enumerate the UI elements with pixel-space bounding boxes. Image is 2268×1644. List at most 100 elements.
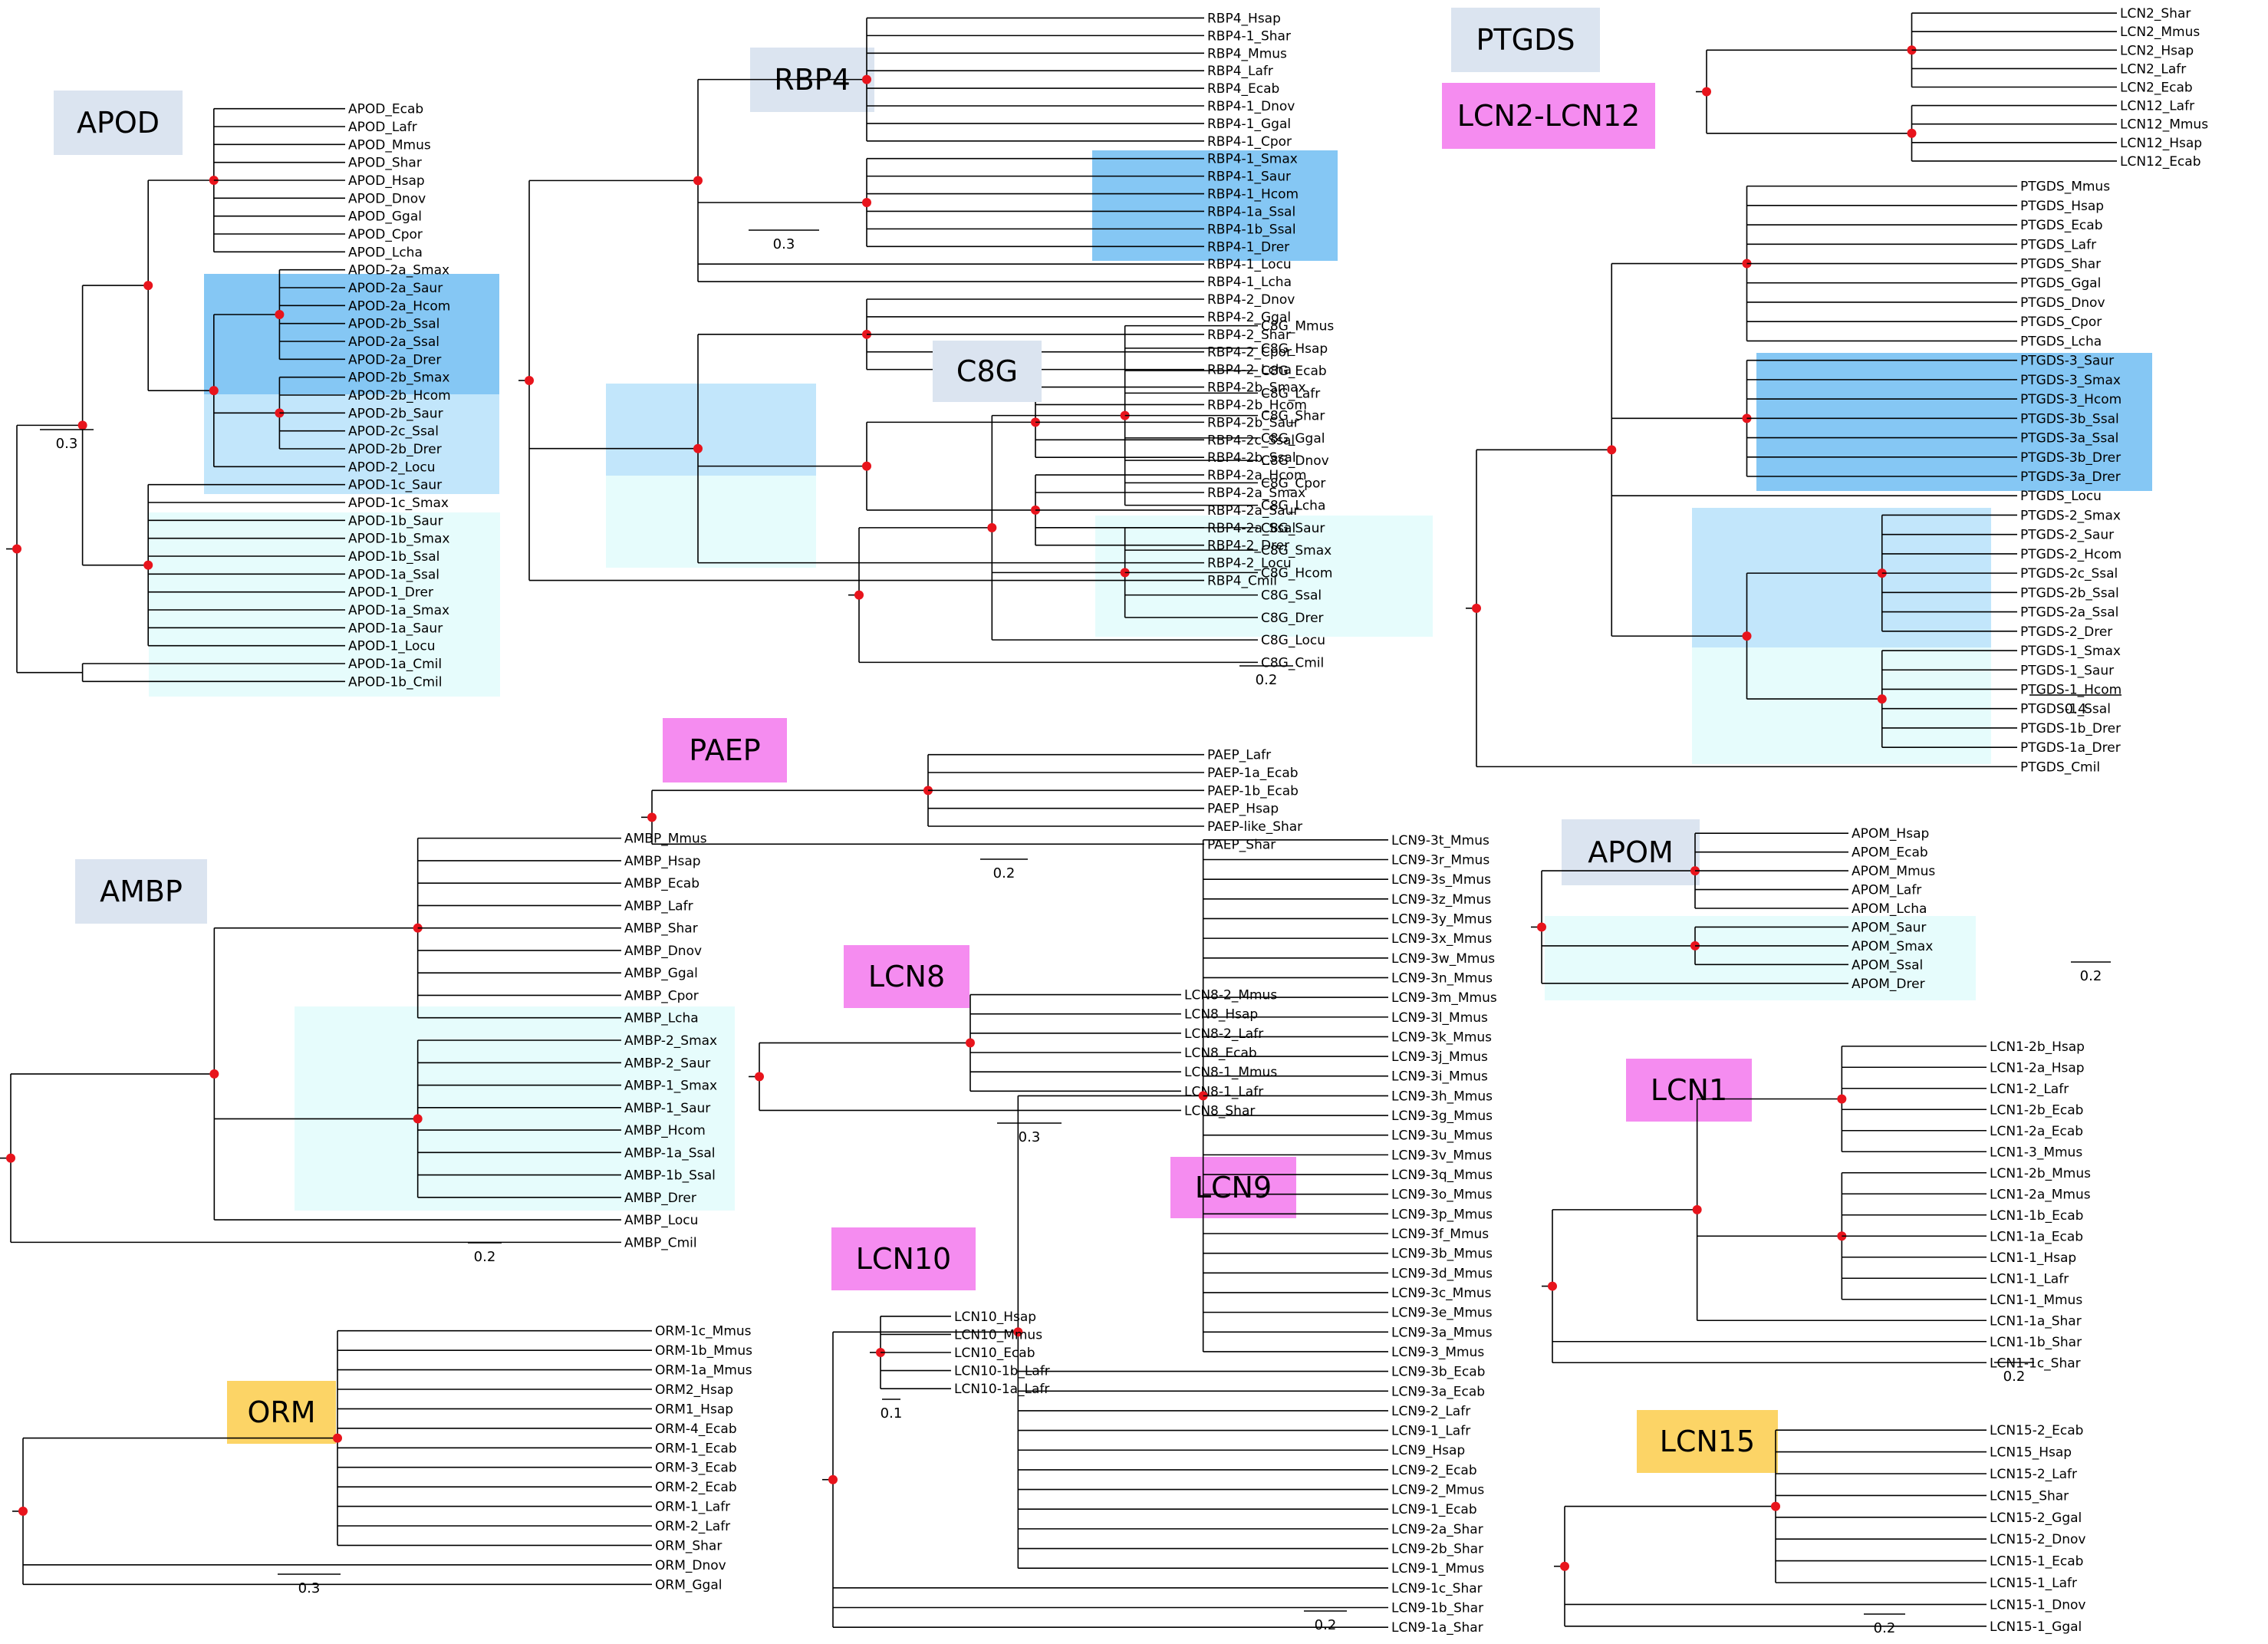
tree-c8g: C8GC8G_MmusC8G_HsapC8G_EcabC8G_LafrC8G_S… [848, 319, 1334, 688]
leaf-label: PTGDS-2_Smax [2020, 508, 2121, 523]
leaf-label: LCN1-2b_Ecab [1990, 1102, 2083, 1118]
leaf-label: PTGDS-2a_Ssal [2020, 605, 2118, 621]
leaf-label: APOD-1b_Smax [348, 532, 449, 547]
leaf-label: LCN1-2b_Mmus [1990, 1166, 2091, 1181]
leaf-label: PTGDS-3_Hcom [2020, 392, 2122, 407]
leaf-label: APOD-2_Locu [348, 460, 436, 475]
leaf-label: PTGDS-3b_Drer [2020, 450, 2121, 466]
leaf-label: LCN1-1c_Shar [1990, 1356, 2081, 1371]
support-node-dot [647, 812, 657, 822]
leaf-label: LCN15-2_Lafr [1990, 1467, 2077, 1482]
leaf-label: LCN9-3_Mmus [1391, 1345, 1484, 1360]
support-node-dot [828, 1474, 838, 1484]
support-node-dot [18, 1506, 28, 1516]
tree-lcn8: LCN8LCN8-2_MmusLCN8_HsapLCN8-2_LafrLCN8_… [749, 945, 1277, 1145]
leaf-label: LCN2_Hsap [2120, 43, 2194, 58]
scale-label-lcn8: 0.3 [1019, 1129, 1041, 1145]
leaf-label: PTGDS-2_Hcom [2020, 547, 2122, 562]
leaf-label: LCN8_Shar [1184, 1103, 1255, 1119]
leaf-label: C8G_Locu [1261, 633, 1325, 648]
title-box-orm [227, 1381, 336, 1444]
leaf-label: RBP4-2c_Ssal [1207, 433, 1295, 448]
leaf-label: ORM_Ggal [655, 1577, 722, 1593]
leaf-label: PTGDS_Cmil [2020, 759, 2100, 775]
leaf-label: C8G_Cmil [1261, 655, 1324, 670]
leaf-label: RBP4_Hsap [1207, 11, 1281, 26]
leaf-label: PTGDS-3a_Drer [2020, 469, 2121, 485]
leaf-label: PTGDS-1_Smax [2020, 644, 2121, 659]
leaf-label: LCN1-2a_Ecab [1990, 1124, 2083, 1139]
title-box-ptgds [1451, 8, 1600, 72]
tree-title-lcn8: LCN8 [868, 960, 945, 993]
support-node-dot [755, 1072, 764, 1082]
clade-highlight-rbp4 [606, 384, 816, 476]
leaf-label: LCN9-1_Mmus [1391, 1561, 1484, 1576]
leaf-label: LCN9_Hsap [1391, 1443, 1465, 1458]
title-box-apom [1562, 819, 1700, 885]
tree-lcn2: LCN2-LCN12LCN2_SharLCN2_MmusLCN2_HsapLCN… [1442, 6, 2208, 170]
leaf-label: RBP4-1_Locu [1207, 257, 1292, 272]
leaf-label: PAEP_Shar [1207, 837, 1276, 852]
leaf-label: APOD_Cpor [348, 227, 423, 242]
leaf-label: LCN15-2_Ggal [1990, 1511, 2082, 1526]
support-node-dot [1013, 1327, 1023, 1337]
leaf-label: PTGDS_Locu [2020, 489, 2102, 504]
support-node-dot [987, 522, 997, 532]
leaf-label: LCN8-2_Lafr [1184, 1026, 1263, 1042]
leaf-label: RBP4-2a_Smax [1207, 486, 1305, 501]
leaf-label: LCN9-3r_Mmus [1391, 852, 1490, 868]
leaf-label: APOM_Lafr [1852, 883, 1921, 898]
support-node-dot [1742, 631, 1752, 641]
leaf-label: APOM_Ecab [1852, 845, 1928, 861]
leaf-label: PTGDS_Cpor [2020, 315, 2102, 330]
leaf-label: LCN15-2_Dnov [1990, 1532, 2085, 1547]
scale-label-c8g: 0.2 [1256, 672, 1278, 688]
leaf-label: RBP4-2_Dnov [1207, 292, 1295, 308]
support-node-dot [143, 281, 153, 291]
leaf-label: AMBP-1b_Ssal [624, 1168, 716, 1184]
support-node-dot [275, 310, 285, 319]
leaf-label: AMBP_Dnov [624, 944, 702, 959]
scale-label-lcn15: 0.2 [1874, 1620, 1896, 1636]
support-node-dot [1907, 128, 1917, 138]
tree-lcn9: LCN9LCN9-3t_MmusLCN9-3r_MmusLCN9-3s_Mmus… [822, 833, 1497, 1636]
leaf-label: RBP4_Ecab [1207, 81, 1279, 97]
leaf-label: ORM1_Hsap [655, 1402, 733, 1417]
tree-title-paep: PAEP [689, 733, 760, 767]
leaf-label: RBP4-1_Hcom [1207, 187, 1299, 203]
clade-highlight-apod [204, 274, 499, 394]
tree-lcn10: LCN10LCN10_HsapLCN10_MmusLCN10_EcabLCN10… [831, 1227, 1050, 1422]
leaf-label: LCN12_Ecab [2120, 154, 2201, 170]
support-node-dot [209, 386, 219, 396]
leaf-label: LCN9-1b_Shar [1391, 1601, 1483, 1616]
leaf-label: C8G_Ssal [1261, 588, 1322, 604]
support-node-dot [209, 1069, 219, 1079]
leaf-label: C8G_Shar [1261, 409, 1325, 424]
leaf-label: RBP4-1_Lcha [1207, 275, 1292, 290]
leaf-label: LCN12_Mmus [2120, 117, 2208, 133]
scale-label-rbp4: 0.3 [773, 236, 795, 252]
leaf-label: LCN9-3q_Mmus [1391, 1168, 1493, 1183]
support-node-dot [862, 461, 871, 471]
scale-label-apom: 0.2 [2080, 968, 2102, 984]
leaf-label: LCN1-1_Lafr [1990, 1271, 2069, 1287]
tree-title-lcn15: LCN15 [1660, 1425, 1755, 1458]
leaf-label: PTGDS-3a_Ssal [2020, 431, 2118, 446]
leaf-label: LCN9-2_Ecab [1391, 1463, 1477, 1478]
title-box-paep [663, 718, 787, 782]
tree-title-ptgds: PTGDS [1476, 23, 1575, 57]
leaf-label: LCN15-1_Ecab [1990, 1554, 2083, 1570]
leaf-label: AMBP_Locu [624, 1213, 698, 1228]
leaf-label: LCN1-2_Lafr [1990, 1082, 2069, 1097]
leaf-label: APOD-1b_Cmil [348, 674, 442, 690]
leaf-label: PTGDS_Lafr [2020, 237, 2096, 252]
leaf-label: APOM_Ssal [1852, 957, 1923, 973]
leaf-label: PTGDS_Lcha [2020, 334, 2102, 349]
tree-rbp4: RBP4RBP4_HsapRBP4-1_SharRBP4_MmusRBP4_La… [518, 11, 1307, 589]
leaf-label: APOD-1b_Ssal [348, 549, 439, 565]
leaf-label: C8G_Cpor [1261, 476, 1325, 491]
leaf-label: LCN8_Hsap [1184, 1007, 1258, 1023]
leaf-label: RBP4-2_Ggal [1207, 310, 1291, 325]
leaf-label: RBP4_Lafr [1207, 64, 1273, 79]
